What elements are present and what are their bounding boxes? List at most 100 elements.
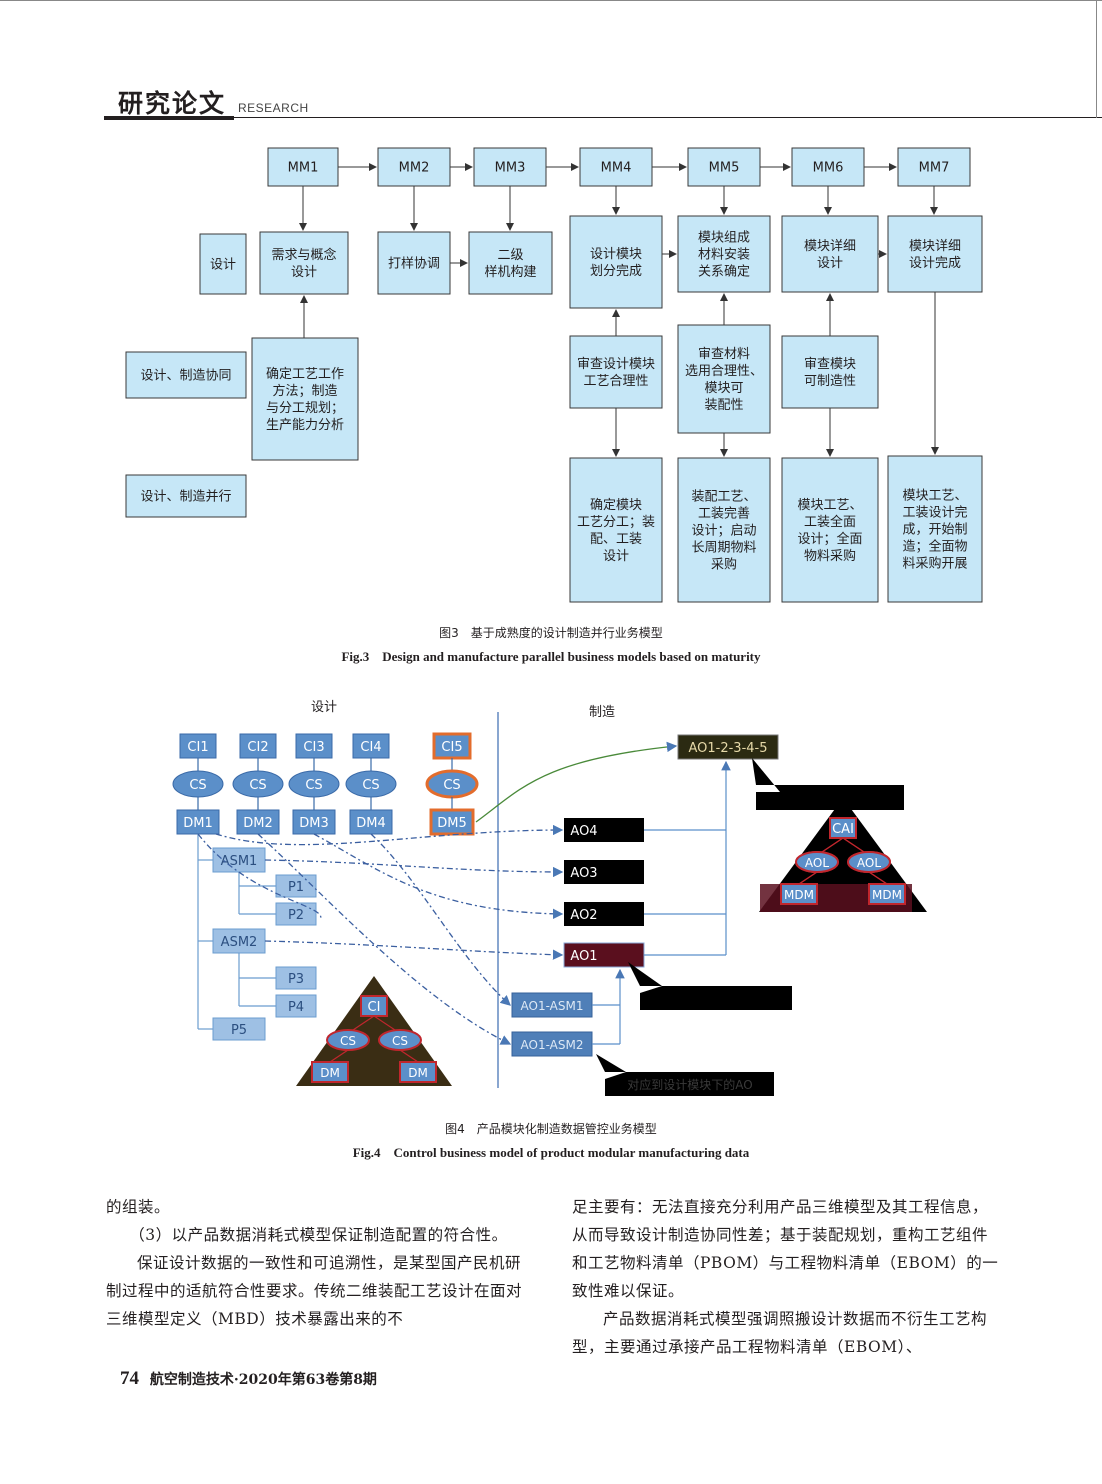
maturity-box-mm3 xyxy=(473,147,547,187)
figure-3-caption-cn: 图3 基于成熟度的设计制造并行业务模型 xyxy=(439,626,663,640)
ao-box-ao2 xyxy=(564,902,644,926)
stage-box-7 xyxy=(887,215,983,293)
cs-label: CS xyxy=(189,778,206,793)
box-text: MM7 xyxy=(919,161,950,176)
box-text: 料采购开展 xyxy=(902,556,967,572)
dm-label: DM1 xyxy=(183,816,213,831)
box-text: 关系确定 xyxy=(698,265,750,280)
ci-box-2 xyxy=(239,733,277,759)
body-left-column: 的组装。 （3）以产品数据消耗式模型保证制造配置的符合性。 保证设计数据的一致性… xyxy=(106,1193,531,1333)
design-box xyxy=(199,233,247,295)
asm1-to-ao3-link xyxy=(264,859,564,878)
journal-name: 航空制造技术·2020年第63卷第8期 xyxy=(149,1372,377,1388)
part-label: P1 xyxy=(288,880,304,895)
part-label: P2 xyxy=(288,908,304,923)
ci-label: CI2 xyxy=(247,740,268,755)
dm-label: DM5 xyxy=(437,816,467,831)
manufacturing-side-label: 制造 xyxy=(589,705,615,720)
box-text: 与分工规划； xyxy=(266,401,344,416)
ao-box-ao3 xyxy=(564,860,644,884)
dm-label: DM3 xyxy=(299,816,329,831)
box-text: 确定工艺工作 xyxy=(266,367,344,382)
ao1-callout xyxy=(628,962,792,1010)
stage-box-5 xyxy=(677,215,771,293)
parallel-label-box xyxy=(125,474,247,518)
design-side-label: 设计 xyxy=(311,700,337,715)
box-text: 划分完成 xyxy=(590,264,642,279)
part-box-4 xyxy=(275,994,317,1018)
asm2-to-ao1-link xyxy=(264,940,564,960)
maturity-box-mm6 xyxy=(791,147,865,187)
box-text: 设计、制造并行 xyxy=(140,490,231,505)
ao-top-box xyxy=(677,734,779,760)
maturity-box-mm5 xyxy=(687,147,761,187)
body-paragraph: 的组装。 xyxy=(106,1198,171,1216)
review-box-3 xyxy=(781,335,879,409)
connector-line xyxy=(399,1049,419,1063)
body-paragraph: 产品数据消耗式模型强调照搬设计数据而不衍生工艺构型，主要通过承接产品工程物料清单… xyxy=(572,1310,988,1356)
box-text: MM2 xyxy=(399,161,430,176)
box-text: 设计；全面 xyxy=(797,531,862,547)
box-text: 造；全面物 xyxy=(902,539,967,555)
box-text: 模块工艺、 xyxy=(902,489,967,504)
review-box-2 xyxy=(677,324,771,434)
dm-label: DM4 xyxy=(356,816,386,831)
box-text: 模块工艺、 xyxy=(797,498,862,513)
figure-4-caption-cn: 图4 产品模块化制造数据管控业务模型 xyxy=(445,1122,657,1136)
box-text: MM1 xyxy=(288,161,319,176)
page-number: 74 xyxy=(120,1368,139,1389)
stage-box-4 xyxy=(569,215,663,309)
box-text: 物料采购 xyxy=(804,548,856,564)
connector-line xyxy=(349,1015,375,1033)
box-text: 长周期物料 xyxy=(691,541,756,556)
box-text: 设计 xyxy=(210,258,236,273)
ao-asm2-callout-text: 对应到设计模块下的AO xyxy=(627,1077,752,1092)
cs-label: CS xyxy=(362,778,379,793)
body-paragraph: （3）以产品数据消耗式模型保证制造配置的符合性。 xyxy=(129,1226,508,1244)
box-text: 设计、制造协同 xyxy=(140,369,231,384)
design-pyramid-bottom-node-left xyxy=(311,1061,349,1083)
connector-line xyxy=(329,1049,349,1063)
dm1-to-p2-link xyxy=(197,833,322,921)
box-text: 确定模块 xyxy=(590,498,642,513)
part-label: P5 xyxy=(231,1023,247,1038)
figure-4-caption-en: Fig.4 Control business model of product … xyxy=(352,1145,750,1160)
box-text: 审查模块 xyxy=(804,357,856,372)
box-text: 工装设计完 xyxy=(902,506,967,521)
design-pyramid-bottom-node-right xyxy=(399,1061,437,1083)
mm1-process-box xyxy=(251,337,359,461)
box-text: 工艺合理性 xyxy=(583,374,648,389)
ao-asm2-callout xyxy=(596,1054,774,1096)
cs-label: CS xyxy=(249,778,266,793)
box-text: 二级 xyxy=(497,248,523,263)
dm-box-5 xyxy=(429,808,475,836)
part-box-3 xyxy=(275,966,317,990)
dm-box-4 xyxy=(349,809,393,835)
design-pyramid-top-label: CI xyxy=(368,1000,381,1015)
ci-label: CI4 xyxy=(360,740,381,755)
outcome-box-3 xyxy=(781,457,879,603)
box-text: 审查材料 xyxy=(698,347,750,362)
mfg-pyramid-overlay-mid-label: AOL xyxy=(857,856,881,870)
outcome-box-1 xyxy=(569,457,663,603)
outcome-box-4 xyxy=(887,455,983,603)
box-text: 设计 xyxy=(603,549,629,564)
part-box-1 xyxy=(275,874,317,898)
header-rule xyxy=(104,117,1102,118)
outcome-box-2 xyxy=(677,457,771,603)
box-text: 模块可 xyxy=(704,381,743,396)
mfg-pyramid-overlay-mid-label: AOL xyxy=(805,856,829,870)
maturity-box-mm1 xyxy=(267,147,339,187)
body-paragraph: 保证设计数据的一致性和可追溯性，是某型国产民机研制过程中的适航符合性要求。传统二… xyxy=(106,1254,523,1328)
connector-line xyxy=(842,837,868,855)
design-pyramid-mid-label: CS xyxy=(340,1034,356,1048)
box-text: 打样协调 xyxy=(388,257,440,272)
part-label: P4 xyxy=(288,1000,304,1015)
dm3-to-ao2-link xyxy=(313,833,564,920)
connector-line xyxy=(373,1015,399,1033)
box-text: 成，开始制 xyxy=(902,523,967,538)
collab-label-box xyxy=(125,351,247,399)
design-pyramid-mid-label: CS xyxy=(392,1034,408,1048)
box-text: 设计 xyxy=(291,265,317,280)
box-text: 需求与概念 xyxy=(271,247,336,263)
